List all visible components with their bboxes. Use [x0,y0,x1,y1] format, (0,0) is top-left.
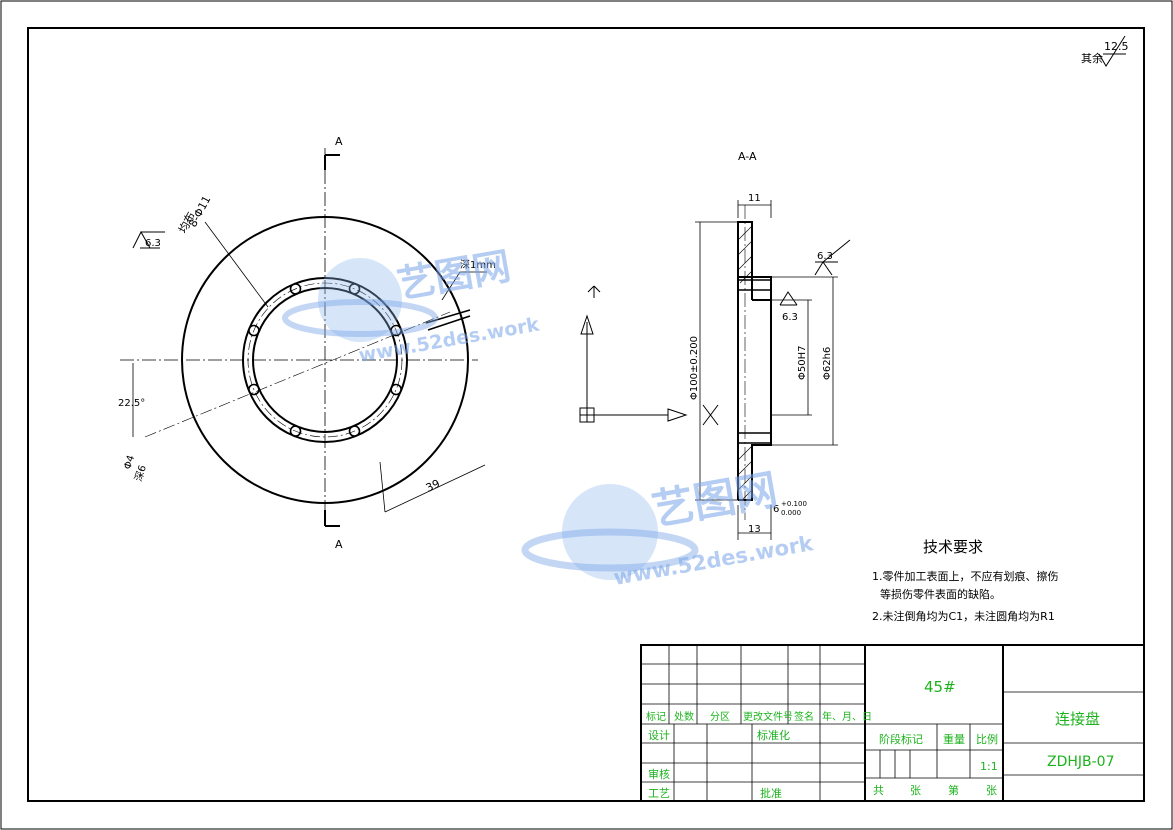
technical-requirements: 技术要求 1.零件加工表面上，不应有划痕、擦伤 等损伤零件表面的缺陷。 2.未注… [872,538,1059,623]
tapped-hole-depth: 深6 [132,464,148,483]
bolt-circle [247,282,403,438]
tb-review: 审核 [648,767,670,781]
watermark-brand-top: 艺图网 [394,244,514,307]
tb-header-signature: 签名 [794,710,814,723]
front-roughness-symbol [132,230,165,249]
bolt-hole [248,324,260,337]
tb-sheet-index: 第 [948,783,959,797]
ucs-axis-icon [579,285,719,426]
y-axis-glyph [587,285,601,298]
watermark-top: 艺图网 www.52des.work [282,244,541,367]
inner-frame [27,27,1145,802]
bolt-hole [348,425,361,437]
tb-weight: 重量 [943,732,965,746]
tb-sheets-unit-2: 张 [986,784,997,797]
slot-depth-note: 深1mm [460,259,496,271]
corner-roughness-symbol: 其余 12.5 [1081,35,1129,67]
tb-standardize: 标准化 [757,728,790,742]
watermark-bottom: 艺图网 www.52des.work [521,465,816,590]
tb-header-change-doc: 更改文件号 [743,710,793,723]
bolt-hole [289,425,302,437]
section-roughness-outer [814,239,851,276]
tb-header-zone: 分区 [710,711,730,723]
bolt-hole [348,283,361,295]
tech-req-line-3: 2.未注倒角均为C1，未注圆角均为R1 [872,609,1055,623]
roughness-corner-value: 12.5 [1104,40,1129,53]
tb-header-count: 处数 [674,710,694,723]
angle-dimension: 22.5° [118,398,145,409]
tb-scale-value: 1:1 [980,760,998,773]
outer-diameter-dim: Φ100±0.200 [689,336,700,400]
bolt-hole [248,383,260,396]
section-mark-top: A [335,135,343,148]
hub-diameter-dim: Φ62h6 [822,347,833,380]
tech-req-line-2: 等损伤零件表面的缺陷。 [880,587,1001,601]
section-roughness-outer-value: 6.3 [817,251,833,262]
tolerance-lower: 0.000 [781,509,801,517]
keyway-slot [425,309,471,331]
tb-drawing-number: ZDHJB-07 [1047,754,1115,770]
tb-approve: 批准 [760,786,782,800]
tb-sheets-unit-1: 张 [910,784,921,797]
tech-req-line-1: 1.零件加工表面上，不应有划痕、擦伤 [872,569,1059,583]
section-title: A-A [738,150,757,163]
bolt-holes [248,283,402,437]
roughness-other-label: 其余 [1081,51,1103,65]
tapped-hole-size: Φ4 [122,454,137,471]
bolt-hole [289,283,302,295]
x-axis-glyph [702,404,719,426]
tech-req-title: 技术要求 [923,538,983,556]
tb-stage-mark: 阶段标记 [879,732,923,746]
bolt-hole [390,383,402,396]
tb-header-mark: 标记 [646,711,666,723]
title-block-text: 标记 处数 分区 更改文件号 签名 年、月、日 设计 标准化 审核 工艺 批准 … [646,678,1115,800]
tolerance-base: 6 [773,504,779,515]
title-block [640,644,1145,802]
section-hatch [737,225,753,501]
width-dim-bottom: 13 [748,524,761,535]
tb-sheets-total: 共 [873,784,884,797]
outer-circle [181,216,469,504]
bolt-hole [390,324,402,337]
section-view: A-A 11 13 Φ100±0.200 Φ50H7 Φ62h6 6.3 [689,150,851,540]
width-dim-top: 11 [748,193,761,204]
tb-part-name: 连接盘 [1055,710,1100,728]
section-roughness-inner-value: 6.3 [782,312,798,323]
watermark-brand-bottom: 艺图网 [648,465,781,535]
tb-header-date: 年、月、日 [822,710,872,723]
tb-material: 45# [924,678,956,696]
section-roughness-inner [779,291,798,306]
section-mark-bottom: A [335,538,343,551]
tb-design: 设计 [648,729,670,742]
radius-dimension: 39 [424,477,442,495]
front-roughness-value: 6.3 [145,238,161,249]
hub-circle [242,277,408,443]
tb-scale-label: 比例 [976,732,998,746]
bore-diameter-dim: Φ50H7 [797,346,808,380]
tb-process: 工艺 [648,787,670,800]
bore-circle [252,287,398,433]
tolerance-upper: +0.100 [781,500,807,508]
